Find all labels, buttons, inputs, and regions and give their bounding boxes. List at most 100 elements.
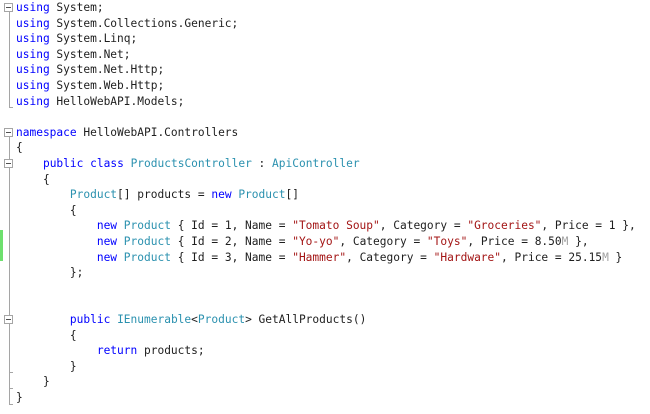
code-line[interactable]: new Product { Id = 3, Name = "Hammer", C… (16, 250, 622, 266)
indent (16, 313, 70, 326)
code-text: [] (285, 188, 299, 202)
type-token: ApiController (272, 157, 360, 170)
code-text: }, (568, 235, 589, 248)
indent (16, 188, 70, 201)
code-line[interactable]: { (16, 203, 77, 219)
type-token: Product (238, 188, 286, 202)
code-line[interactable]: using System.Net.Http; (16, 62, 164, 78)
changed-lines-marker (0, 230, 3, 262)
code-text: System.Linq; (49, 32, 138, 46)
code-line[interactable]: using System; (16, 0, 104, 16)
code-line[interactable]: using System.Net; (16, 47, 131, 63)
keyword-token: new (96, 219, 118, 233)
collapse-region-icon[interactable] (4, 127, 13, 137)
code-line[interactable]: Product[] products = new Product[] (16, 187, 299, 203)
keyword-token: class (90, 157, 124, 170)
code-text: System.Web.Http; (49, 79, 165, 92)
code-line[interactable]: } (16, 374, 50, 390)
string-token: "Toys" (426, 235, 468, 248)
indent (16, 173, 43, 186)
code-text: System; (49, 1, 104, 14)
collapse-region-icon[interactable] (4, 3, 13, 12)
code-text: products; (137, 344, 205, 358)
outline-end-namespace (9, 404, 13, 405)
code-text: , Category = (379, 219, 468, 233)
code-text: System.Collections.Generic; (49, 16, 239, 30)
code-text: { Id = 3, Name = (170, 250, 293, 264)
code-line[interactable]: } (16, 359, 77, 375)
type-token: Product (123, 235, 171, 248)
code-line[interactable]: using System.Web.Http; (16, 78, 164, 94)
string-token: "Groceries" (467, 219, 542, 233)
code-line[interactable]: } (16, 390, 23, 406)
string-token: "Hammer" (292, 250, 347, 264)
keyword-token: return (96, 344, 138, 358)
type-token: Product (123, 219, 171, 233)
type-token: Product (123, 250, 171, 264)
outline-guide-usings (9, 9, 10, 108)
code-text: > GetAllProducts() (245, 313, 367, 326)
indent (16, 329, 70, 342)
code-text: { (69, 203, 77, 217)
code-line[interactable]: public IEnumerable<Product> GetAllProduc… (16, 312, 366, 328)
string-token: "Hardware" (433, 250, 502, 264)
keyword-token: using (16, 16, 50, 30)
code-line[interactable]: { (16, 328, 77, 344)
code-line[interactable]: { (16, 172, 50, 188)
code-text (117, 235, 124, 248)
code-text: { Id = 1, Name = (170, 219, 293, 233)
indent (16, 375, 43, 388)
code-text: < (191, 313, 198, 326)
code-line[interactable]: public class ProductsController : ApiCon… (16, 156, 360, 172)
code-text: }; (69, 266, 84, 280)
collapse-region-icon[interactable] (4, 315, 13, 324)
keyword-token: public (69, 313, 111, 326)
collapse-region-icon[interactable] (4, 159, 13, 168)
suffix-token: M (561, 235, 569, 248)
code-text: : (251, 157, 273, 170)
code-line[interactable]: using System.Linq; (16, 31, 137, 47)
code-line[interactable]: using System.Collections.Generic; (16, 16, 238, 32)
code-text: , Category = (346, 250, 434, 264)
keyword-token: new (96, 235, 118, 248)
indent (16, 235, 97, 248)
code-line[interactable]: new Product { Id = 1, Name = "Tomato Sou… (16, 218, 636, 234)
keyword-token: using (16, 32, 50, 46)
code-text: } (608, 250, 623, 264)
code-line[interactable]: return products; (16, 343, 205, 359)
code-text: HelloWebAPI.Models; (49, 94, 185, 108)
code-text: { (16, 141, 23, 155)
code-text: HelloWebAPI.Controllers (76, 125, 239, 139)
code-text: { (69, 328, 77, 342)
code-line[interactable]: namespace HelloWebAPI.Controllers (16, 125, 238, 141)
code-text: System.Net; (49, 47, 131, 61)
string-token: "Tomato Soup" (292, 219, 380, 233)
keyword-token: using (16, 47, 50, 61)
type-token: ProductsController (130, 157, 252, 170)
keyword-token: using (16, 1, 50, 14)
indent (16, 204, 70, 217)
outline-end-class (9, 388, 13, 389)
code-line[interactable]: using HelloWebAPI.Models; (16, 94, 184, 110)
indent (16, 157, 43, 170)
keyword-token: using (16, 63, 50, 77)
code-text: [] products = (117, 188, 212, 202)
code-text: } (42, 375, 50, 389)
code-line[interactable]: }; (16, 265, 83, 281)
code-text: { Id = 2, Name = (170, 235, 293, 248)
code-text (124, 157, 131, 170)
code-line[interactable]: new Product { Id = 2, Name = "Yo-yo", Ca… (16, 234, 589, 250)
indent (16, 251, 97, 264)
type-token: IEnumerable (117, 313, 192, 326)
code-text (117, 219, 124, 232)
indent (16, 266, 70, 279)
indent (16, 360, 70, 373)
keyword-token: new (96, 250, 118, 264)
code-line[interactable]: { (16, 140, 23, 156)
indent (16, 344, 97, 357)
code-text: } (16, 391, 23, 404)
keyword-token: public (42, 157, 84, 170)
string-token: "Yo-yo" (292, 235, 340, 248)
outline-end-method (9, 372, 13, 373)
